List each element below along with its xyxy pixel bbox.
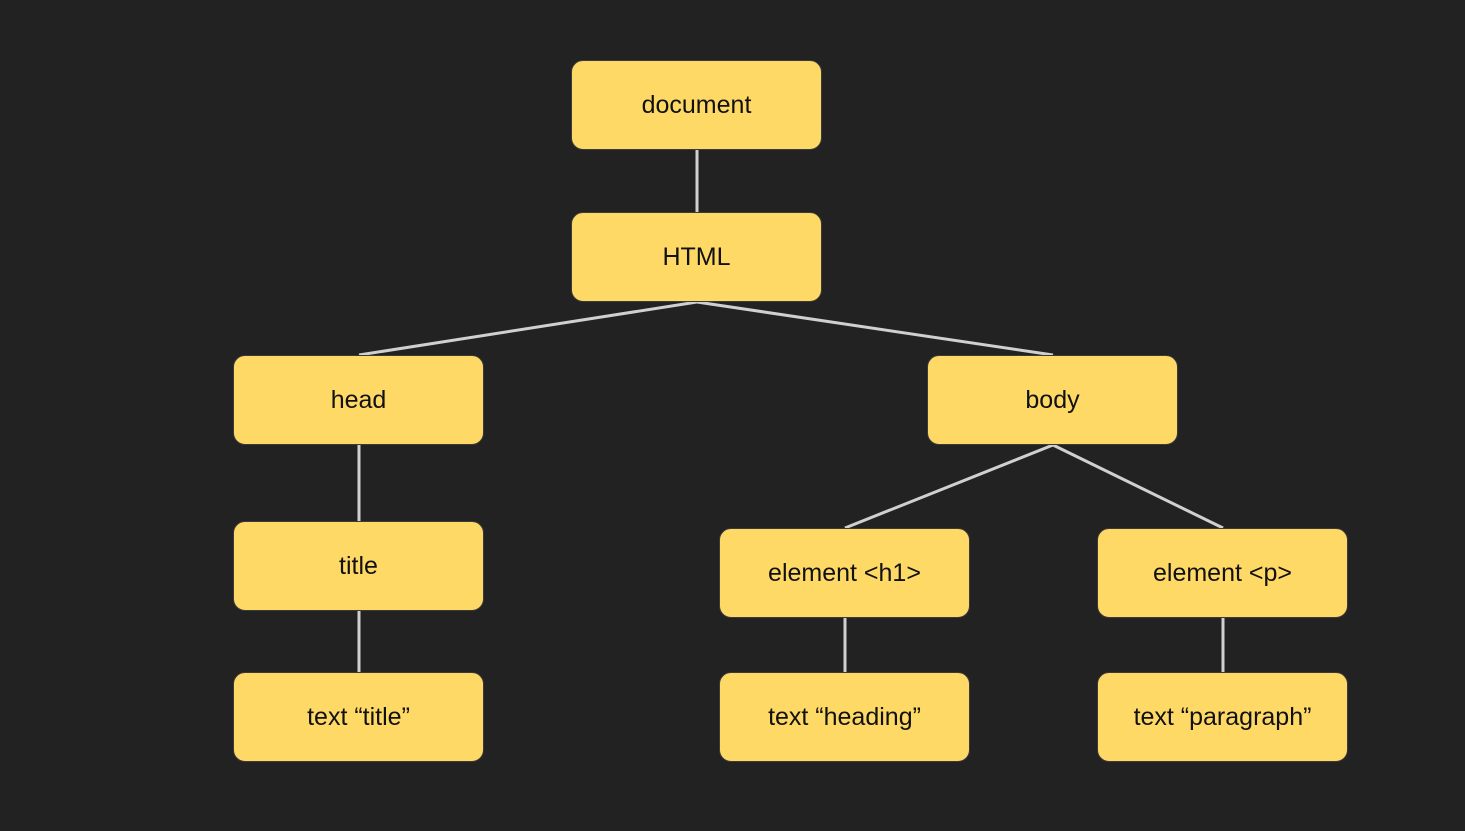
- edge-html-head: [358, 300, 698, 357]
- node-element-p: element <p>: [1097, 528, 1348, 618]
- edge-body-p: [1052, 443, 1224, 530]
- node-html: HTML: [571, 212, 822, 302]
- node-title: title: [233, 521, 484, 611]
- node-text-paragraph: text “paragraph”: [1097, 672, 1348, 762]
- node-text-heading: text “heading”: [719, 672, 970, 762]
- edge-html-body: [696, 300, 1054, 357]
- node-text-title: text “title”: [233, 672, 484, 762]
- node-body: body: [927, 355, 1178, 445]
- node-document: document: [571, 60, 822, 150]
- edge-body-h1: [844, 443, 1054, 530]
- node-head: head: [233, 355, 484, 445]
- node-element-h1: element <h1>: [719, 528, 970, 618]
